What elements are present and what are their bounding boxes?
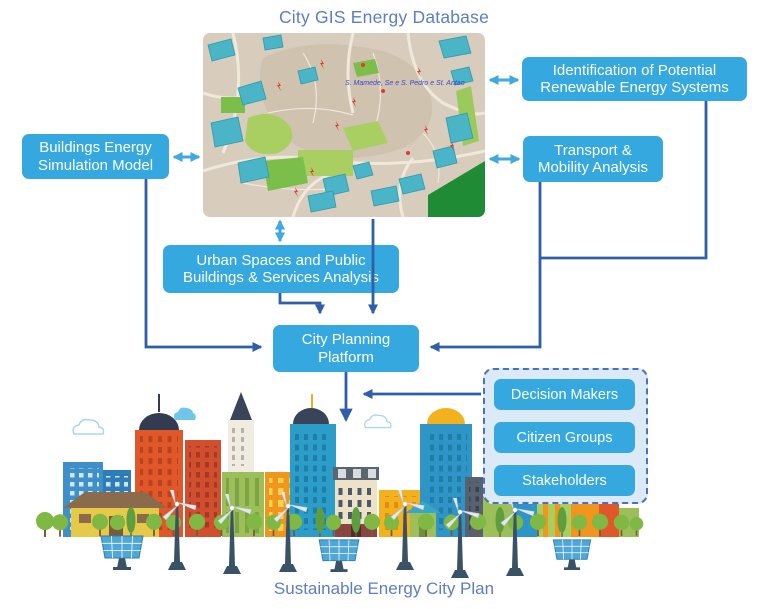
stakeholder-panel: Decision Makers Citizen Groups Stakehold… [483, 368, 648, 504]
diagram-title: City GIS Energy Database [278, 7, 490, 27]
cloud-icon [72, 418, 105, 435]
cloud-icon [174, 407, 196, 420]
panel-item-citizen-groups: Citizen Groups [494, 422, 635, 453]
map-graphic: S. Mamede, Se e S. Pedro e St. Antao [203, 33, 485, 217]
panel-item-decision-makers: Decision Makers [494, 379, 635, 410]
node-buildings-energy: Buildings Energy Simulation Model [22, 134, 169, 179]
node-city-planning: City Planning Platform [273, 325, 419, 372]
city-illustration [36, 392, 644, 578]
node-identification: Identification of Potential Renewable En… [522, 57, 747, 101]
flow-urban-to-platform [278, 293, 326, 315]
map-parcels [207, 34, 474, 213]
diagram-footer: Sustainable Energy City Plan [273, 579, 495, 598]
building-clock-tower [228, 392, 254, 472]
panel-item-stakeholders: Stakeholders [494, 465, 635, 496]
cloud-icon [364, 414, 392, 429]
gis-map-image: S. Mamede, Se e S. Pedro e St. Antao [203, 33, 485, 217]
map-parish-label: S. Mamede, Se e S. Pedro e St. Antao [345, 80, 465, 87]
map-markers [277, 59, 454, 197]
node-transport: Transport & Mobility Analysis [523, 136, 663, 182]
node-urban-spaces: Urban Spaces and Public Buildings & Serv… [163, 245, 399, 293]
